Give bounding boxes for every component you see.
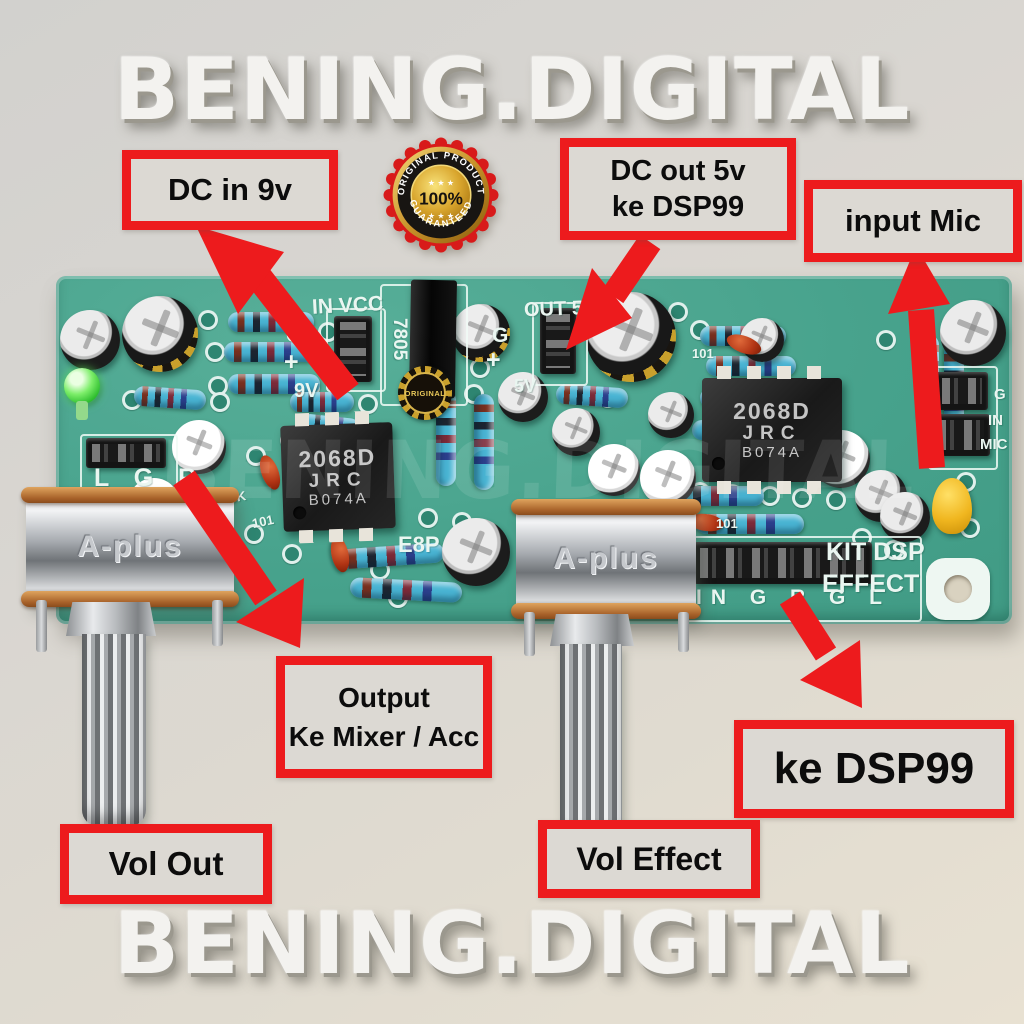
label-ke-dsp99: ke DSP99 [734, 720, 1014, 818]
label-dc-out-5v: DC out 5v ke DSP99 [560, 138, 796, 240]
resistor [349, 577, 463, 603]
silk-out-5v-pin: 5V [514, 376, 537, 396]
mini-original-badge-icon: ORIGINAL [398, 366, 452, 420]
capacitor [60, 310, 120, 370]
capacitor [940, 300, 1006, 366]
label-output-ke-mixer: Output Ke Mixer / Acc [276, 656, 492, 778]
solder-pad [418, 508, 438, 528]
solder-pad [210, 392, 230, 412]
resistor [696, 514, 804, 534]
silk-mic-in: IN [988, 412, 1003, 429]
capacitor [588, 444, 640, 496]
lgr-pin-header [86, 438, 166, 468]
ic-marking: 2068D [733, 397, 811, 424]
potentiometer-shaft [560, 644, 622, 848]
silk-vcc-g: G [286, 324, 303, 347]
capacitor [640, 450, 696, 506]
potentiometer-body: A-plus [511, 499, 701, 619]
potentiometer-nut [66, 602, 156, 636]
silk-out-plus: + [486, 346, 501, 374]
silk-7805: 7805 [389, 318, 410, 361]
mounting-hole [926, 558, 990, 620]
potentiometer-pin [212, 600, 223, 646]
vcc-pin-header [334, 316, 372, 382]
silk-101-b: 101 [692, 346, 714, 361]
mic-pin-header-top [936, 372, 988, 410]
potentiometer-brand: A-plus [77, 530, 183, 563]
silk-out-5v: OUT 5V [523, 296, 597, 322]
out-pin-header [540, 308, 576, 374]
capacitor [552, 408, 600, 456]
solder-pad [282, 544, 302, 564]
potentiometer-brand: A-plus [553, 542, 659, 575]
mini-badge-text: ORIGINAL [404, 388, 446, 398]
label-text: DC in 9v [167, 172, 293, 207]
silk-vcc-plus: + [284, 348, 299, 376]
potentiometer-vol-out: A-plus [21, 487, 239, 840]
label-text: input Mic [844, 203, 982, 238]
silk-101-c: 101 [716, 516, 738, 531]
potentiometer-pin [524, 612, 535, 656]
badge-stars-top: ★ ★ ★ [428, 178, 454, 187]
label-text: Ke Mixer / Acc [288, 721, 480, 752]
capacitor [442, 518, 510, 586]
badge-stars-bottom: ★ ★ ★ [428, 212, 454, 221]
label-text: DC out 5v [610, 154, 746, 187]
label-vol-effect: Vol Effect [538, 820, 760, 898]
capacitor [880, 492, 930, 542]
potentiometer-vol-effect: A-plus [511, 499, 701, 852]
resistor [133, 385, 207, 411]
potentiometer-body: A-plus [21, 487, 239, 607]
original-product-badge: ORIGINAL PRODUCT GUARANTEED ★ ★ ★ 100% ★… [383, 137, 499, 253]
silk-in-vcc: IN VCC [311, 292, 384, 319]
solder-pad [198, 310, 218, 330]
silk-effect: EFFECT [822, 570, 920, 598]
label-vol-out: Vol Out [60, 824, 272, 904]
ic-dimple [712, 457, 725, 470]
resistor [555, 383, 629, 409]
potentiometer-nut [550, 614, 634, 646]
label-text: Vol Out [108, 845, 224, 882]
label-input-mic: input Mic [804, 180, 1022, 262]
ic-brand: JRC [742, 422, 802, 444]
badge-gold-center [410, 164, 472, 226]
dsp-pin-header [694, 542, 872, 584]
silk-out-g: G [492, 324, 509, 347]
capacitor [452, 304, 510, 362]
solder-pad [884, 540, 904, 560]
label-text: ke DSP99 [611, 191, 745, 223]
potentiometer-pin [36, 600, 47, 652]
ic-chip-right: 2068D JRC B074A [702, 366, 842, 494]
label-text: Output [338, 681, 430, 713]
silk-kit-dsp: KIT DSP [826, 538, 925, 566]
capacitor [498, 372, 548, 422]
silk-mic-g: G [994, 386, 1006, 403]
silk-in-g-r-g-l: IN G R G L [696, 586, 891, 609]
yellow-capacitor [932, 478, 972, 534]
capacitor [648, 392, 694, 438]
silk-e8p: E8P [398, 532, 440, 557]
badge-100-percent: 100% [419, 189, 463, 209]
solder-pad [876, 330, 896, 350]
silk-vcc-9v: 9V [294, 380, 319, 402]
capacitor [586, 292, 676, 382]
label-text: Vol Effect [576, 840, 722, 877]
watermark-bottom: BENING.DIGITAL [113, 894, 911, 994]
label-dc-in-9v: DC in 9v [122, 150, 338, 230]
solder-pad [668, 302, 688, 322]
capacitor [122, 296, 198, 372]
label-text: ke DSP99 [773, 744, 975, 793]
silk-mic: MIC [980, 436, 1008, 453]
ic-lot-code: B074A [741, 443, 803, 461]
potentiometer-shaft [82, 634, 146, 826]
solder-pad [826, 490, 846, 510]
solder-pad [205, 342, 225, 362]
potentiometer-pin [678, 612, 689, 652]
capacitor [172, 420, 226, 474]
power-led [64, 368, 100, 420]
watermark-top: BENING.DIGITAL [113, 40, 911, 140]
